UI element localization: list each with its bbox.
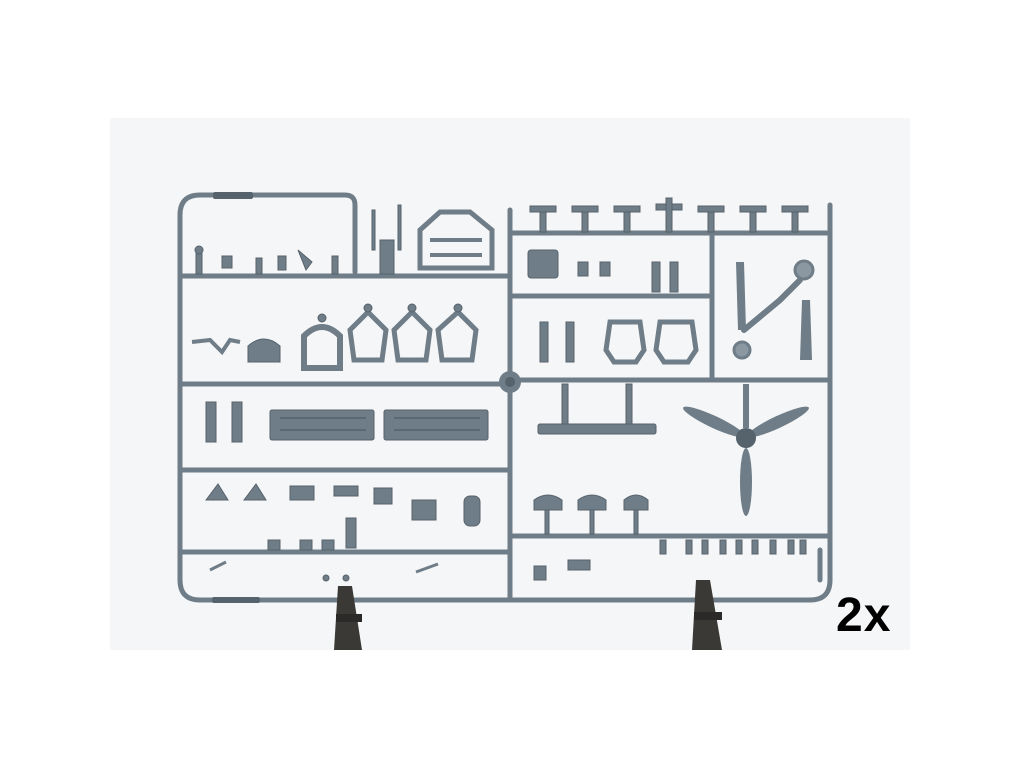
propeller [683, 384, 809, 516]
parts-floor-panels [205, 401, 489, 443]
parts-right-middle [537, 383, 657, 435]
sprue-hub [499, 371, 521, 393]
parts-top-right-gunsights [529, 197, 809, 233]
parts-instrument-panels [191, 303, 479, 371]
parts-dials [533, 494, 649, 535]
quantity-label: 2x [836, 589, 892, 642]
parts-bottom-right-row [533, 539, 807, 581]
parts-right-upper [527, 249, 699, 365]
sprue-bottom-label [212, 597, 260, 603]
parts-levers [209, 517, 439, 582]
parts-right-seat-frame [732, 259, 815, 360]
sprue-runners [177, 192, 833, 603]
parts-top-left [194, 204, 495, 275]
sprue-label-plate [213, 192, 253, 199]
holder-clamps [334, 580, 722, 650]
parts-small-controls [205, 483, 481, 527]
